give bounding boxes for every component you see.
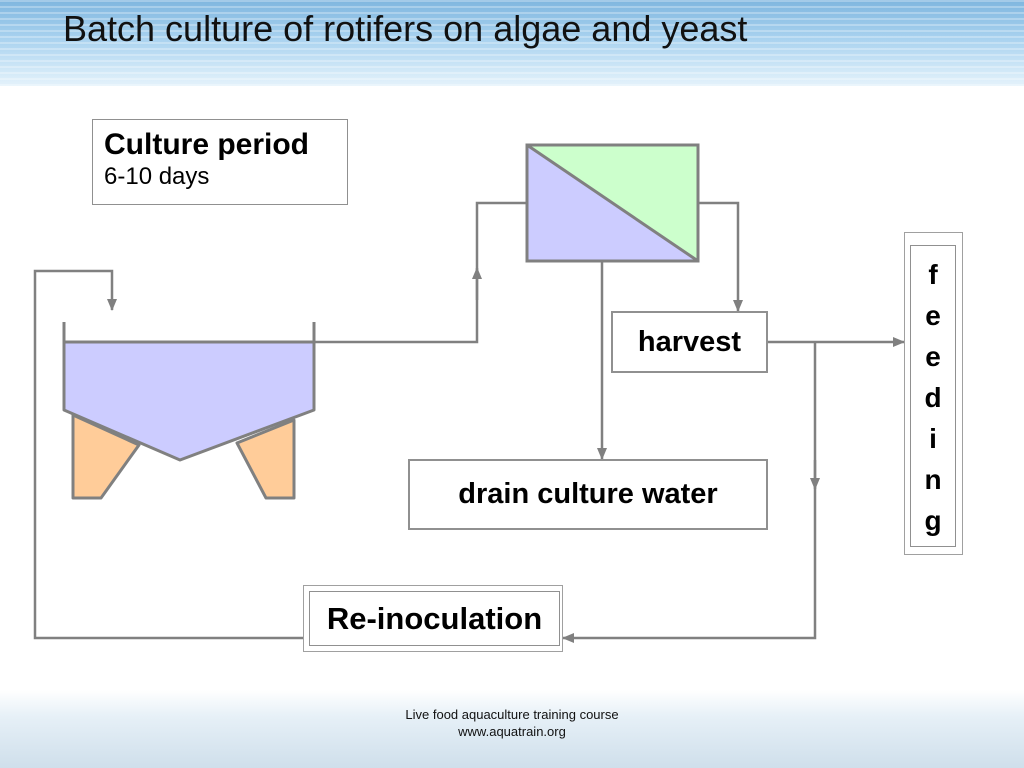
reinoculation-frame [303,585,563,652]
slide-title: Batch culture of rotifers on algae and y… [63,8,748,49]
feeding-letter: i [929,423,937,454]
reinoculation-to-tank-arrow [33,269,303,640]
feeding-letter: e [925,341,941,372]
footer-course-name: Live food aquaculture training course [405,707,619,722]
filter-to-harvest-arrow [698,201,743,312]
footer-banner [0,690,1024,768]
culture-period-label: Culture period [104,128,310,161]
reinoculation-box: Re-inoculation [309,591,560,646]
feeding-letter: g [924,505,942,536]
feeding-label: f e e d i n g [911,254,955,541]
tank-to-filter-line [314,201,527,344]
harvest-box: harvest [611,311,768,373]
culture-period-box: Culture period 6-10 days [92,119,348,205]
footer-text: Live food aquaculture training course ww… [312,706,712,740]
tank-right-leg [235,418,296,500]
feeding-letter: n [924,464,942,495]
feeding-letter: e [925,300,941,331]
drain-culture-water-box: drain culture water [408,459,768,530]
header-banner: Batch culture of rotifers on algae and y… [0,0,1024,86]
feeding-frame [904,232,963,555]
tank-left-leg [71,413,141,500]
footer-website: www.aquatrain.org [458,724,566,739]
feeding-letter: f [928,259,938,290]
feeding-box: f e e d i n g [910,245,956,547]
feeding-letter: d [924,382,942,413]
culture-period-value: 6-10 days [104,163,210,190]
filter-diagonal [526,143,699,263]
harvest-to-reinoculation-line [562,342,817,643]
